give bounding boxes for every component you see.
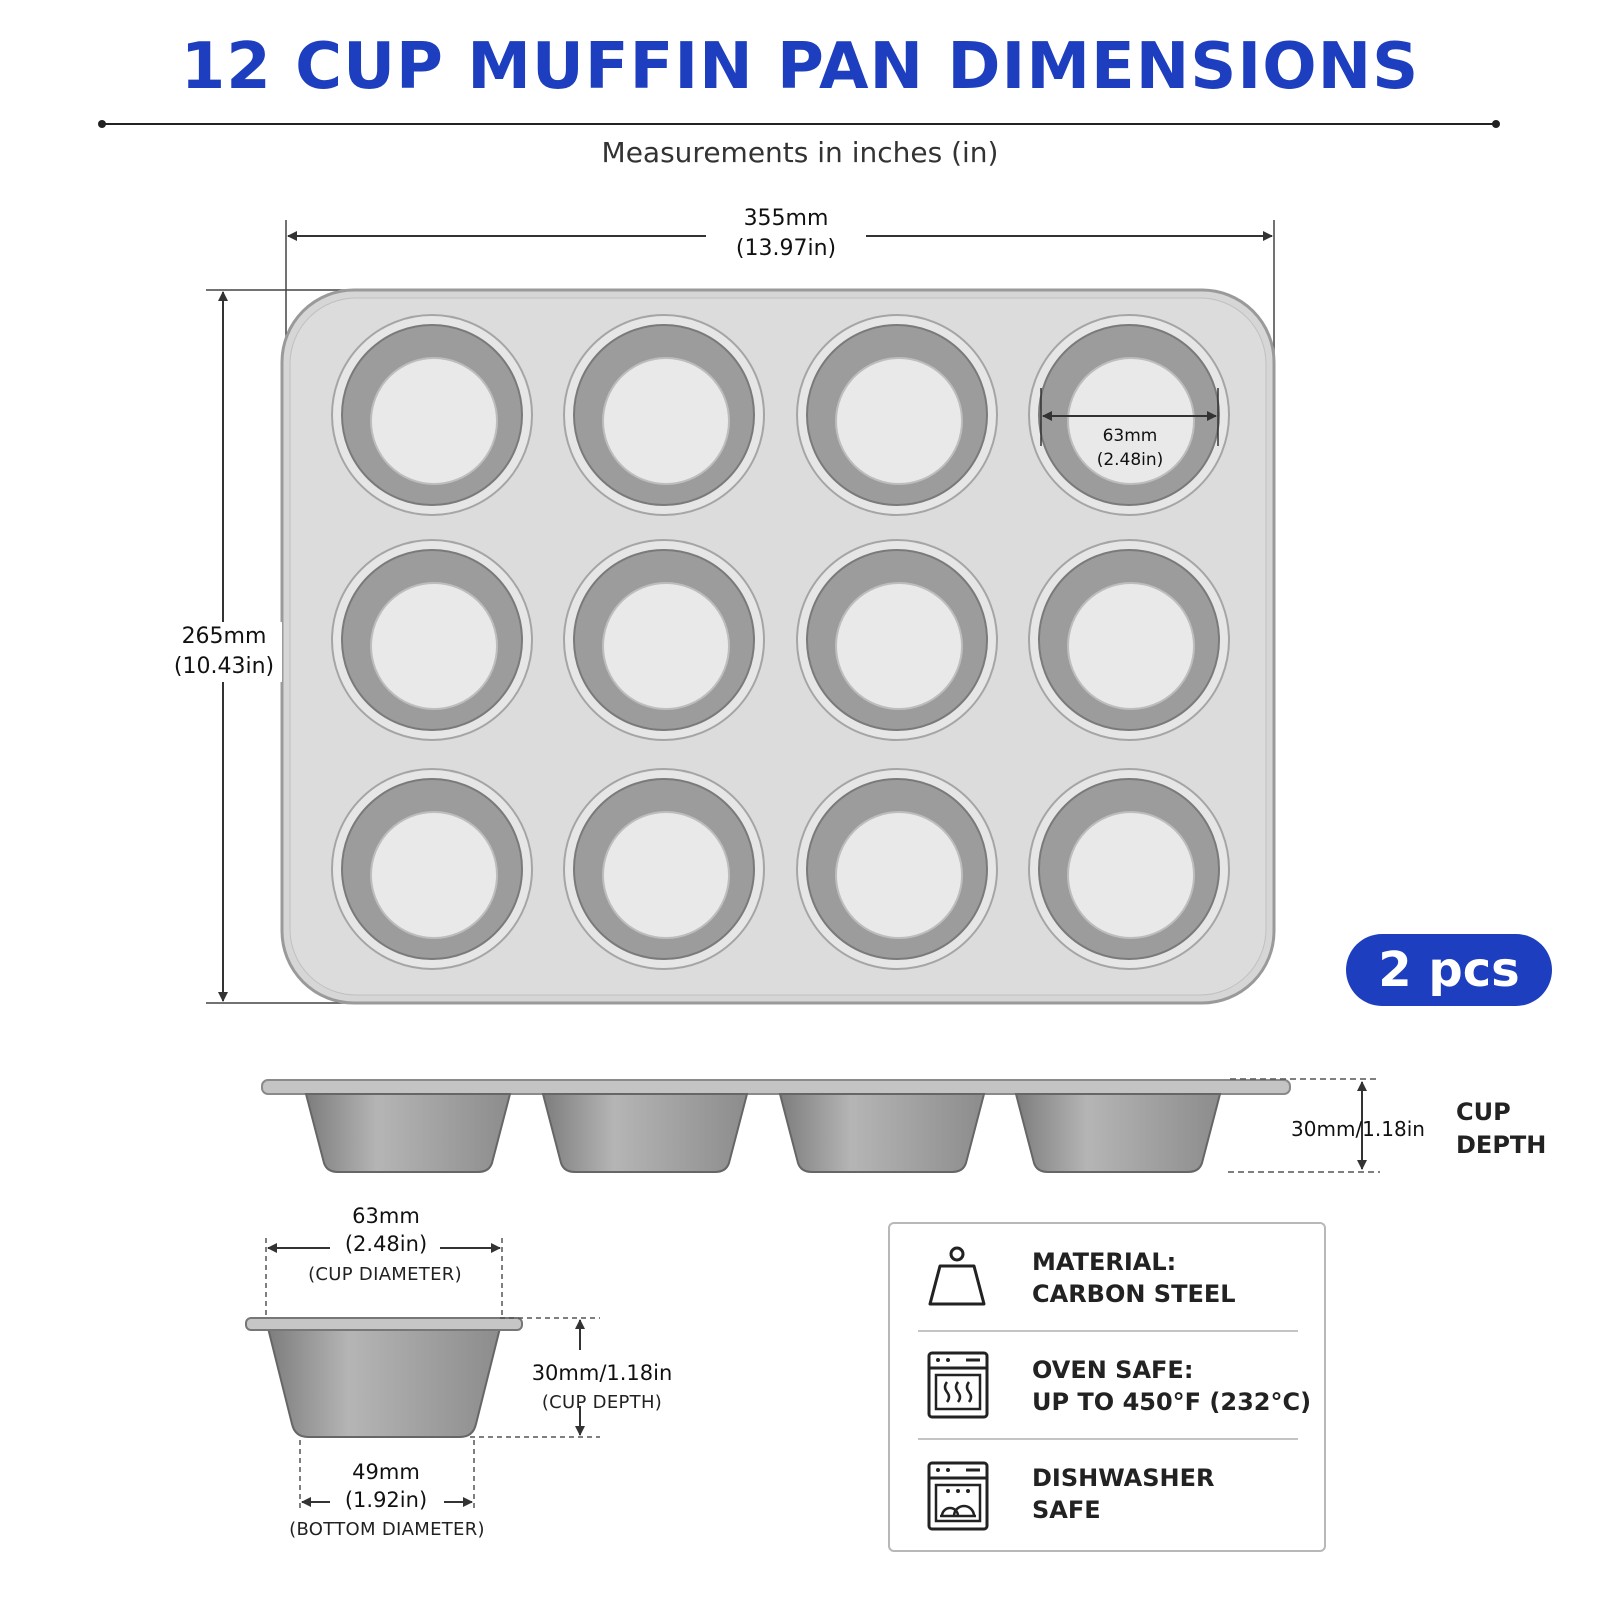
feature-oven: OVEN SAFE: UP TO 450°F (232°C) [890, 1332, 1324, 1440]
feature-dishwasher: DISHWASHER SAFE [890, 1440, 1324, 1548]
muffin-cup [563, 314, 765, 516]
width-mm: 355mm [743, 206, 829, 231]
feature-material-value: CARBON STEEL [1032, 1280, 1236, 1308]
muffin-cup [331, 539, 533, 741]
width-label: 355mm (13.97in) [706, 204, 866, 264]
cup-detail-depth-note: (CUP DEPTH) [541, 1392, 663, 1413]
dishwasher-icon [927, 1461, 989, 1531]
height-in: (10.43in) [173, 654, 275, 679]
muffin-cup [331, 314, 533, 516]
muffin-cup [1028, 768, 1230, 970]
cup-depth-label-line1: CUP [1456, 1098, 1511, 1126]
side-depth-value: 30mm/1.18in [1291, 1117, 1425, 1141]
cup-in: (2.48in) [1096, 450, 1164, 470]
muffin-cup [796, 314, 998, 516]
cup-diameter-label: 63mm (2.48in) [1075, 424, 1185, 472]
cup-bottom-in: (1.92in) [344, 1488, 428, 1512]
subtitle: Measurements in inches (in) [601, 136, 999, 169]
muffin-cup [796, 539, 998, 741]
muffin-cup [796, 768, 998, 970]
cup-top-label: 63mm (2.48in) [306, 1202, 466, 1258]
cup-detail-depth: 30mm/1.18in [531, 1361, 673, 1385]
feature-oven-value: UP TO 450°F (232°C) [1032, 1388, 1312, 1416]
height-mm: 265mm [181, 624, 267, 649]
muffin-cup [563, 768, 765, 970]
cup-top-mm: 63mm [352, 1204, 420, 1228]
muffin-cup [563, 539, 765, 741]
muffin-cup [1028, 539, 1230, 741]
cup-grid [331, 314, 1230, 970]
features-box: MATERIAL: CARBON STEEL OVEN SAFE: UP TO … [888, 1222, 1326, 1552]
cup-bottom-note: (BOTTOM DIAMETER) [289, 1519, 485, 1540]
page-title: 12 CUP MUFFIN PAN DIMENSIONS [180, 30, 1420, 104]
weight-icon [928, 1246, 986, 1306]
pan-side-view [261, 1079, 1291, 1173]
oven-icon [927, 1351, 989, 1419]
side-cup [1014, 1093, 1222, 1173]
cup-depth-label: CUP DEPTH [1456, 1096, 1546, 1162]
feature-oven-title: OVEN SAFE: [1032, 1356, 1194, 1384]
cup-detail-drawing [245, 1317, 523, 1438]
cup-top-in: (2.48in) [344, 1232, 428, 1256]
feature-material-title: MATERIAL: [1032, 1248, 1177, 1276]
muffin-cup [331, 768, 533, 970]
side-cup [541, 1093, 749, 1173]
feature-material: MATERIAL: CARBON STEEL [890, 1224, 1324, 1332]
quantity-badge: 2 pcs [1346, 934, 1552, 1006]
side-cup [304, 1093, 512, 1173]
feature-dishwasher-title: DISHWASHER [1032, 1464, 1215, 1492]
height-label: 265mm (10.43in) [166, 622, 282, 682]
side-cup [778, 1093, 986, 1173]
cup-bottom-mm: 49mm [352, 1460, 420, 1484]
cup-depth-label-line2: DEPTH [1456, 1131, 1547, 1159]
cup-mm: 63mm [1102, 426, 1158, 446]
cup-top-note: (CUP DIAMETER) [308, 1264, 462, 1285]
feature-dishwasher-value: SAFE [1032, 1496, 1101, 1524]
width-in: (13.97in) [735, 236, 837, 261]
cup-bottom-label: 49mm (1.92in) [306, 1458, 466, 1514]
